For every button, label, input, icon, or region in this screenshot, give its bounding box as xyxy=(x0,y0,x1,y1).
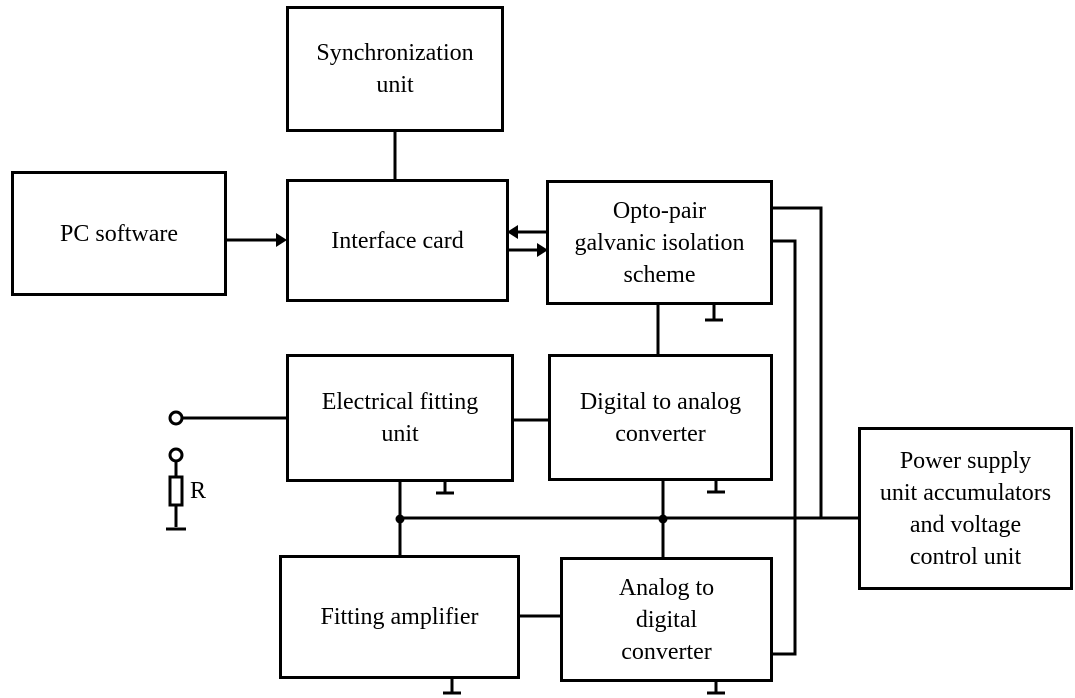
electrical-fitting-unit-label: Electrical fitting unit xyxy=(321,389,479,447)
junction-dot-right xyxy=(658,514,668,524)
power-supply-unit-label: Power supply unit accumulators and volta… xyxy=(879,447,1052,570)
arrow-pc-interface-icon xyxy=(276,233,287,247)
resistor-terminal-icon xyxy=(168,447,184,463)
pc-software-label: PC software xyxy=(60,220,178,247)
input-terminal-icon xyxy=(168,410,184,426)
synchronization-unit-block: Synchronization unit xyxy=(286,6,504,132)
wire-power-opto-outer xyxy=(771,206,823,518)
interface-card-block: Interface card xyxy=(286,179,509,302)
analog-to-digital-converter-block: Analog to digital converter xyxy=(560,557,773,682)
resistor-label: R xyxy=(190,478,207,504)
fitting-amplifier-label: Fitting amplifier xyxy=(320,604,479,630)
wire-opto-adc-inner xyxy=(771,239,797,656)
power-supply-unit-block: Power supply unit accumulators and volta… xyxy=(858,427,1073,590)
junction-dot-left xyxy=(395,514,405,524)
opto-pair-isolation-block: Opto-pair galvanic isolation scheme xyxy=(546,180,773,305)
arrow-to-interface-icon xyxy=(507,225,518,239)
opto-pair-isolation-label: Opto-pair galvanic isolation scheme xyxy=(574,197,745,288)
digital-to-analog-converter-block: Digital to analog converter xyxy=(548,354,773,481)
fitting-amplifier-block: Fitting amplifier xyxy=(279,555,520,679)
interface-card-label: Interface card xyxy=(331,227,464,254)
synchronization-unit-label: Synchronization unit xyxy=(316,40,474,98)
pc-software-block: PC software xyxy=(11,171,227,296)
electrical-fitting-unit-block: Electrical fitting unit xyxy=(286,354,514,482)
resistor-icon xyxy=(168,475,184,507)
arrow-to-opto-icon xyxy=(537,243,548,257)
analog-to-digital-converter-label: Analog to digital converter xyxy=(618,574,715,665)
digital-to-analog-converter-label: Digital to analog converter xyxy=(579,388,742,447)
